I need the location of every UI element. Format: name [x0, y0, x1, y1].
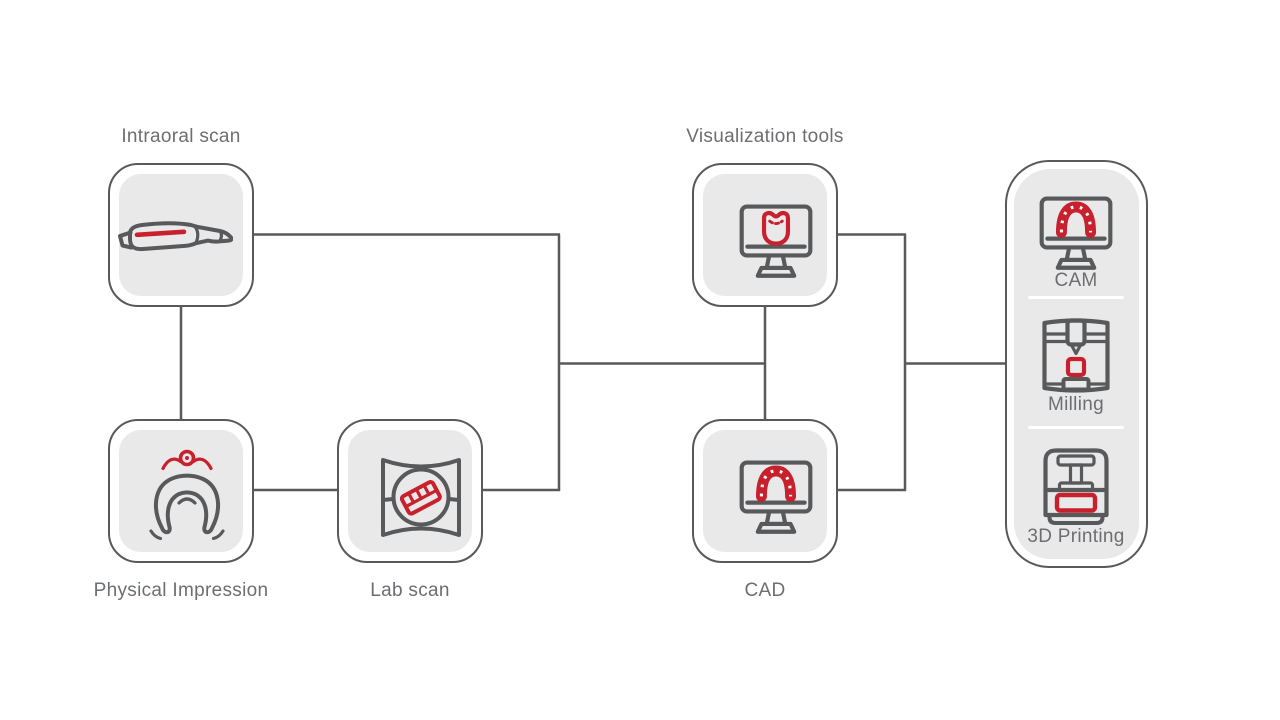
- node-box-background: [119, 430, 243, 552]
- node-visualization-tools: Visualization tools: [686, 126, 843, 307]
- node-lab-scan: Lab scan: [337, 419, 483, 601]
- panel-item-label-milling: Milling: [1048, 393, 1104, 415]
- monitor-tooth-icon: [739, 204, 813, 278]
- intraoral-scanner-icon: [118, 221, 233, 252]
- panel-item-label-cam: CAM: [1054, 269, 1098, 291]
- monitor-arch-icon: [739, 460, 813, 534]
- node-cad: CAD: [692, 419, 838, 601]
- node-box: [108, 419, 254, 563]
- node-box-background: [703, 430, 827, 552]
- node-label-intraoral-scan: Intraoral scan: [121, 126, 241, 147]
- panel-divider: [1028, 425, 1124, 429]
- milling-machine-icon: [1042, 317, 1110, 393]
- node-box-background: [703, 174, 827, 296]
- node-label-visualization-tools: Visualization tools: [686, 126, 844, 147]
- panel-item-label-3d-printing: 3D Printing: [1027, 525, 1125, 547]
- node-physical-impression: Physical Impression: [94, 419, 268, 601]
- cam-monitor-arch-icon: [1039, 196, 1113, 270]
- node-label-cad: CAD: [744, 580, 786, 601]
- node-box-background: [118, 174, 243, 296]
- node-label-lab-scan: Lab scan: [370, 580, 450, 601]
- manufacturing-panel: CAM Milling: [1005, 160, 1148, 568]
- lab-scanner-icon: [381, 458, 461, 537]
- 3d-printer-icon: [1043, 447, 1109, 525]
- node-intraoral-scan: Intraoral scan: [108, 126, 254, 307]
- node-box: [108, 163, 254, 307]
- node-box-background: [348, 430, 472, 552]
- manufacturing-panel-background: CAM Milling: [1013, 168, 1139, 559]
- node-box: [337, 419, 483, 563]
- node-label-physical-impression: Physical Impression: [93, 580, 269, 601]
- panel-divider: [1028, 295, 1124, 299]
- dental-impression-icon: [149, 449, 225, 541]
- node-box: [692, 163, 838, 307]
- node-box: [692, 419, 838, 563]
